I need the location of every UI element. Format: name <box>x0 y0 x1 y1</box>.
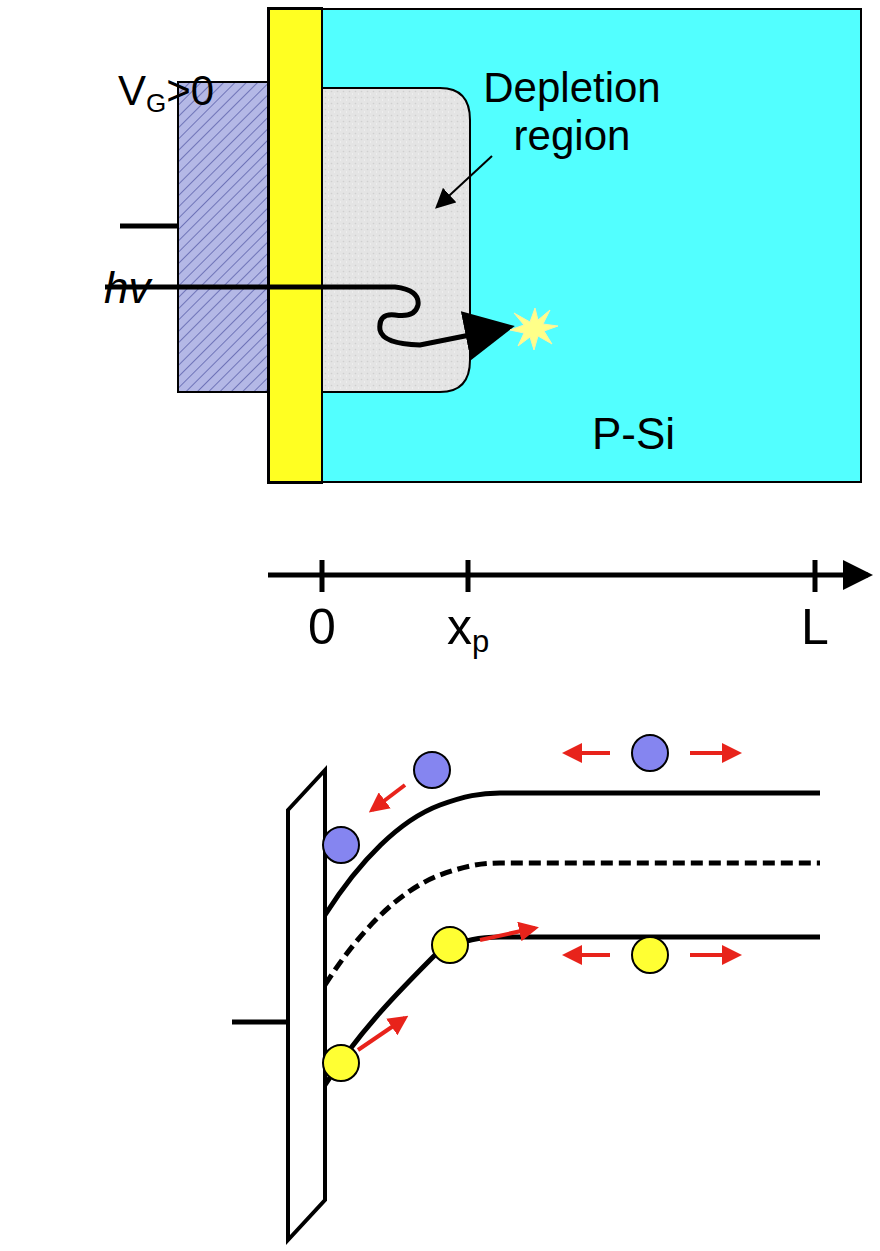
x-axis <box>268 573 868 578</box>
photon-path <box>105 287 505 345</box>
axis-label: 0 <box>308 602 336 652</box>
oxide-band <box>288 770 325 1240</box>
axis-tick <box>466 560 471 592</box>
signal-label: hv <box>104 266 150 310</box>
subscript: p <box>472 624 489 659</box>
substrate-fill <box>268 8 862 483</box>
axis-label: L <box>801 602 829 652</box>
gate-electrode <box>178 82 268 392</box>
gate-lead <box>232 1020 288 1025</box>
axis-tick <box>813 560 818 592</box>
region-label: P-Si <box>592 412 675 456</box>
axis-tick <box>320 560 325 592</box>
motion-arrows <box>358 753 738 1050</box>
gate-wire <box>120 224 178 229</box>
valence-band <box>325 937 820 1085</box>
depletion-region <box>322 88 470 392</box>
electrons <box>323 735 668 863</box>
leader-line <box>438 156 492 206</box>
axis-label: xp <box>447 602 489 657</box>
generation-star <box>510 308 558 350</box>
subscript: G <box>146 88 166 118</box>
fermi-level <box>325 863 820 985</box>
signal-label: VG>0 <box>118 70 214 116</box>
gate-oxide <box>268 8 322 483</box>
callout-label: Depletion region <box>482 64 662 161</box>
holes <box>323 927 668 1081</box>
